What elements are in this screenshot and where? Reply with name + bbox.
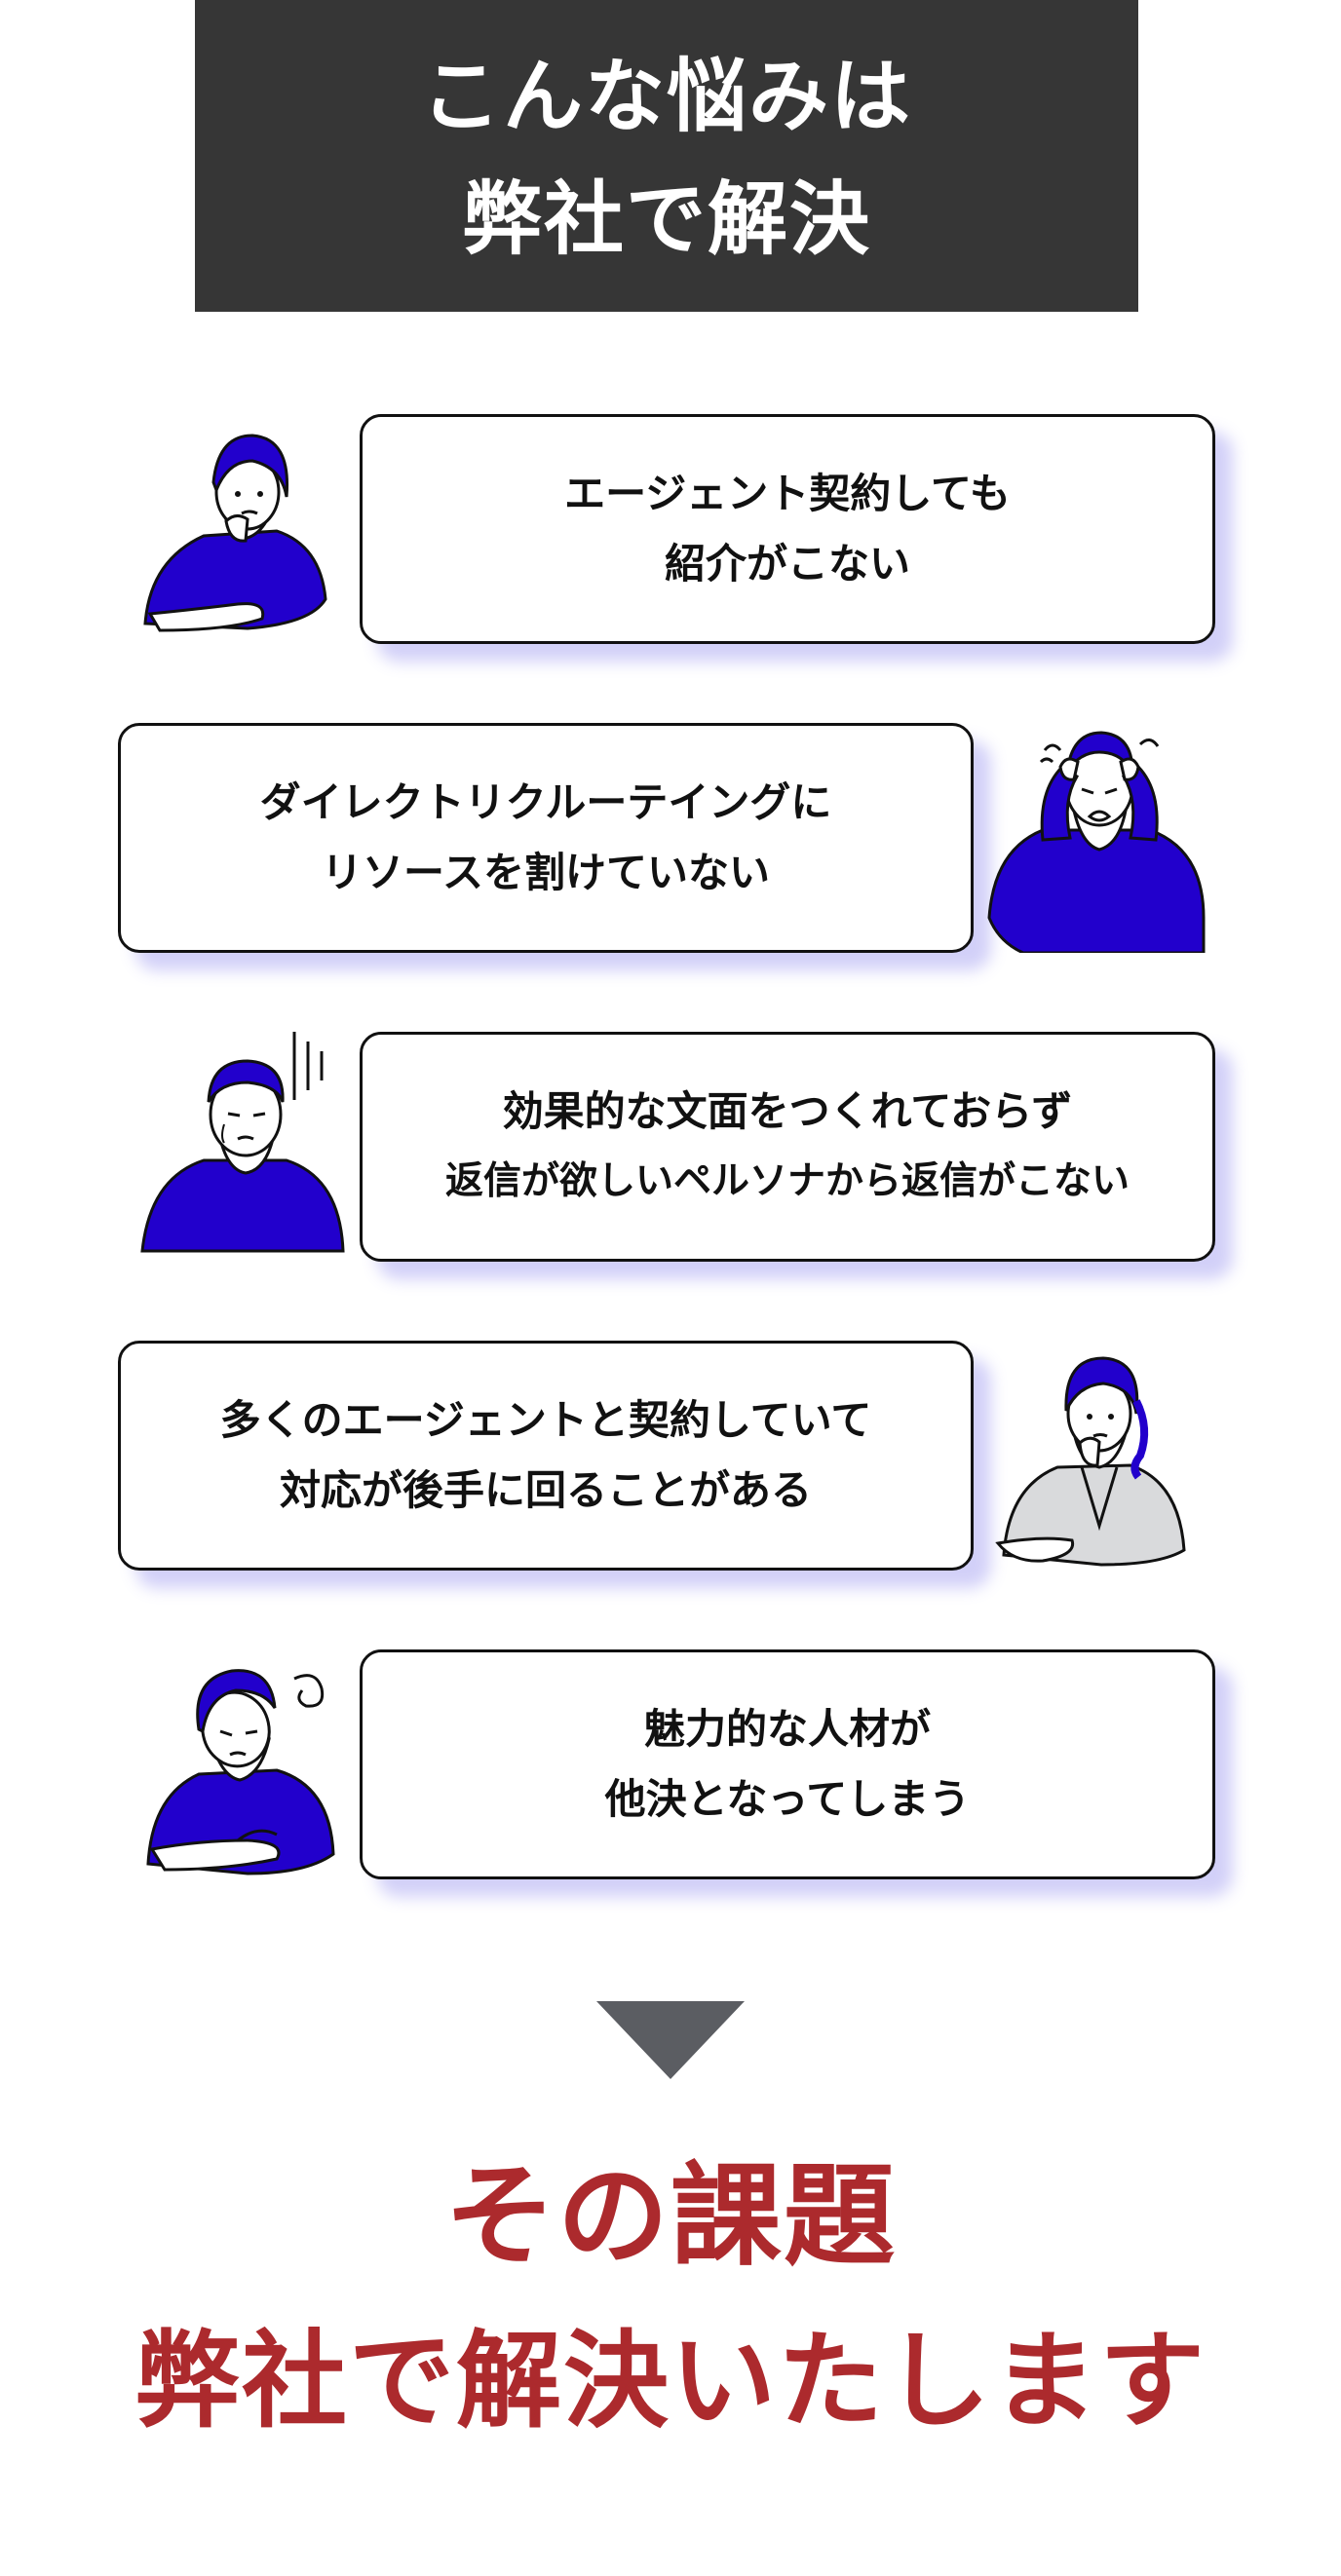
worry-item: エージェント契約しても 紹介がこない [0,414,1341,648]
worry-text-line2: 対応が後手に回ることがある [279,1466,812,1514]
worry-text-line1: 魅力的な人材が [643,1705,931,1753]
worry-bubble: エージェント契約しても 紹介がこない [360,414,1215,644]
worry-text-line1: エージェント契約しても [564,470,1011,517]
worry-text-line2: リソースを割けていない [322,849,770,896]
header-title-line2: 弊社で解決 [461,173,871,266]
worry-bubble: 魅力的な人材が 他決となってしまう [360,1649,1215,1879]
stressed-man-icon [984,723,1208,953]
conclusion-line2: 弊社で解決いたします [134,2321,1207,2443]
tired-woman-icon [131,1649,355,1879]
gloomy-man-icon [131,1032,355,1262]
conclusion-line1: その課題 [443,2151,897,2281]
worry-text-line2: 他決となってしまう [604,1775,971,1823]
down-arrow-icon [596,2001,745,2079]
worry-item: ダイレクトリクルーテイングに リソースを割けていない [0,723,1341,957]
worry-bubble: ダイレクトリクルーテイングに リソースを割けていない [118,723,974,953]
worry-text-line1: ダイレクトリクルーテイングに [259,778,832,826]
worry-bubble: 多くのエージェントと契約していて 対応が後手に回ることがある [118,1341,974,1571]
header-title-line1: こんな悩みは [420,51,912,143]
thinking-woman-icon [131,414,355,644]
worry-text-line2: 紹介がこない [664,540,910,587]
header-banner: こんな悩みは 弊社で解決 [195,0,1138,312]
pondering-woman-icon [984,1341,1208,1571]
worry-item: 効果的な文面をつくれておらず 返信が欲しいペルソナから返信がこない [0,1032,1341,1266]
worry-text-line1: 多くのエージェントと契約していて [219,1396,872,1444]
worry-bubble: 効果的な文面をつくれておらず 返信が欲しいペルソナから返信がこない [360,1032,1215,1262]
worry-item: 多くのエージェントと契約していて 対応が後手に回ることがある [0,1341,1341,1574]
worry-item: 魅力的な人材が 他決となってしまう [0,1649,1341,1883]
worry-text-line1: 効果的な文面をつくれておらず [502,1087,1073,1135]
worry-text-line2: 返信が欲しいペルソナから返信がこない [444,1159,1130,1203]
